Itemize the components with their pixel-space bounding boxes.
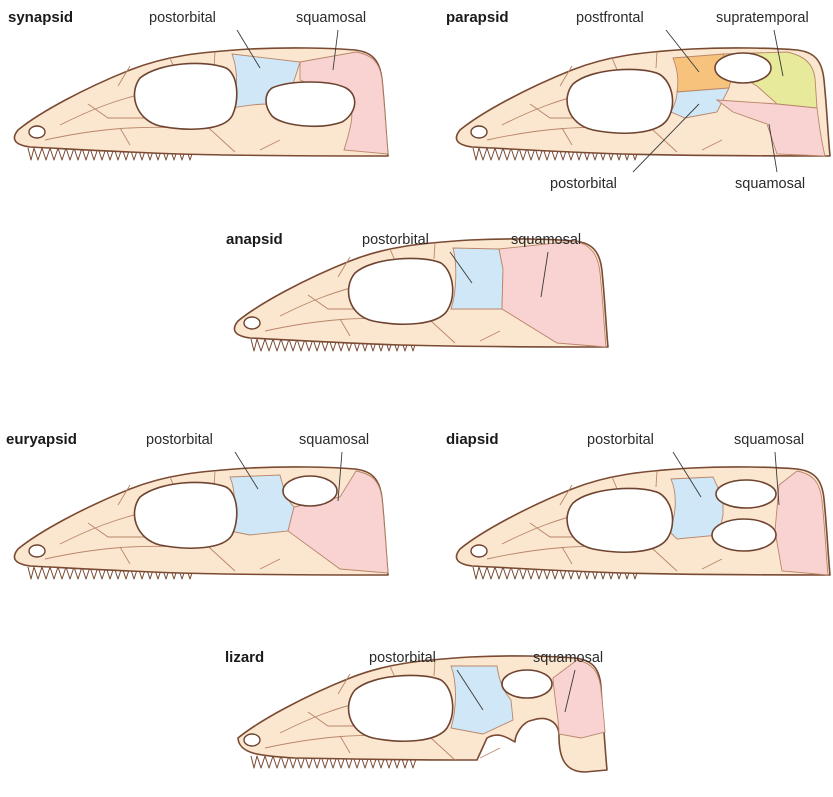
postorbital-label: postorbital bbox=[362, 232, 429, 248]
postorbital-label: postorbital bbox=[587, 432, 654, 448]
nostril bbox=[471, 545, 487, 557]
parapsid-skull-diagram: parapsid postfrontal supratemporal posto… bbox=[437, 0, 833, 195]
squamosal-label: squamosal bbox=[533, 650, 603, 666]
postorbital-label: postorbital bbox=[149, 10, 216, 26]
panel-diapsid: diapsid postorbital squamosal bbox=[437, 425, 833, 590]
lower-temporal-fenestra bbox=[712, 519, 776, 551]
temporal-fenestra bbox=[502, 670, 552, 698]
lizard-skull-diagram: lizard postorbital squamosal bbox=[215, 640, 625, 792]
postorbital-label: postorbital bbox=[146, 432, 213, 448]
orbit bbox=[134, 63, 236, 129]
squamosal-label: squamosal bbox=[735, 176, 805, 192]
squamosal-label: squamosal bbox=[296, 10, 366, 26]
squamosal-label: squamosal bbox=[734, 432, 804, 448]
panel-parapsid: parapsid postfrontal supratemporal posto… bbox=[437, 0, 833, 195]
panel-lizard: lizard postorbital squamosal bbox=[215, 640, 625, 792]
nostril bbox=[29, 545, 45, 557]
anapsid-skull-diagram: anapsid postorbital squamosal bbox=[215, 225, 625, 375]
temporal-fenestra bbox=[715, 53, 771, 83]
postorbital-bone bbox=[451, 248, 503, 309]
supratemporal-label: supratemporal bbox=[716, 10, 809, 26]
temporal-fenestra bbox=[283, 476, 337, 506]
postorbital-label: postorbital bbox=[550, 176, 617, 192]
orbit bbox=[567, 488, 672, 552]
squamosal-label: squamosal bbox=[299, 432, 369, 448]
panel-title: lizard bbox=[225, 649, 264, 666]
upper-temporal-fenestra bbox=[716, 480, 776, 508]
postfrontal-label: postfrontal bbox=[576, 10, 644, 26]
nostril bbox=[244, 734, 260, 746]
panel-anapsid: anapsid postorbital squamosal bbox=[215, 225, 625, 375]
panel-title: synapsid bbox=[8, 9, 73, 26]
panel-synapsid: synapsid postorbital squamosal bbox=[0, 0, 400, 180]
panel-euryapsid: euryapsid postorbital squamosal bbox=[0, 425, 400, 590]
nostril bbox=[471, 126, 487, 138]
panel-title: euryapsid bbox=[6, 431, 77, 448]
diapsid-skull-diagram: diapsid postorbital squamosal bbox=[437, 425, 833, 590]
postorbital-label: postorbital bbox=[369, 650, 436, 666]
orbit bbox=[349, 258, 453, 324]
nostril bbox=[244, 317, 260, 329]
squamosal-label: squamosal bbox=[511, 232, 581, 248]
orbit bbox=[567, 69, 672, 133]
orbit bbox=[134, 482, 236, 548]
temporal-fenestra bbox=[266, 82, 355, 126]
panel-title: diapsid bbox=[446, 431, 499, 448]
euryapsid-skull-diagram: euryapsid postorbital squamosal bbox=[0, 425, 400, 590]
synapsid-skull-diagram: synapsid postorbital squamosal bbox=[0, 0, 400, 180]
panel-title: anapsid bbox=[226, 231, 283, 248]
orbit bbox=[349, 675, 453, 741]
nostril bbox=[29, 126, 45, 138]
panel-title: parapsid bbox=[446, 9, 509, 26]
